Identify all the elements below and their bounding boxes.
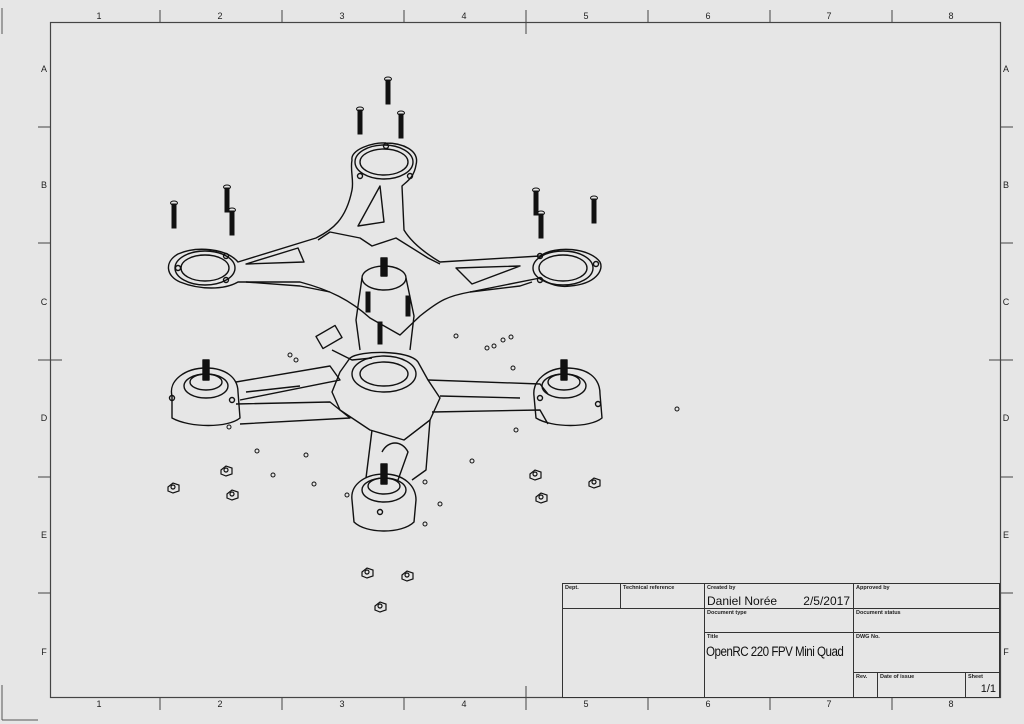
created-date-value: 2/5/2017 [803,594,850,608]
quad-assembly-drawing [167,142,603,532]
zone-col-1-bottom: 1 [96,699,102,709]
approved-by-caption: Approved by [856,585,890,591]
zone-row-a: A [40,64,47,74]
zone-row-c: C [40,297,48,307]
document-status-caption: Document status [856,610,901,616]
zone-col-7-bottom: 7 [826,699,832,709]
zone-col-4: 4 [461,11,467,21]
sheet-value: 1/1 [980,683,996,695]
top-plate-motor-hole-right [538,254,588,282]
blank-cell [563,609,705,698]
created-by-caption: Created by [707,585,736,591]
dept-cell: Dept. [563,584,621,609]
zone-col-5-bottom: 5 [583,699,589,709]
top-plate [167,142,602,336]
sheet-cell: Sheet 1/1 [966,673,1000,698]
date-of-issue-caption: Date of issue [880,674,915,680]
zone-row-d-right: D [1002,413,1010,423]
zone-row-a-right: A [1002,64,1009,74]
top-plate-motor-hole-back [359,148,409,176]
dept-caption: Dept. [565,585,579,591]
bottom-center-ring [351,355,417,393]
dwg-no-caption: DWG No. [856,634,880,640]
date-of-issue-cell: Date of issue [878,673,966,698]
approved-by-cell: Approved by [854,584,1000,609]
zone-row-b-right: B [1002,180,1009,190]
technical-reference-cell: Technical reference [621,584,705,609]
motor-shafts [202,257,568,485]
created-by-value: Daniel Norée [707,594,778,608]
zone-col-8-bottom: 8 [948,699,954,709]
document-type-caption: Document type [707,610,747,616]
zone-col-3-bottom: 3 [339,699,345,709]
title-block: Dept. Technical reference Created by Dan… [562,583,1000,698]
sheet-caption: Sheet [968,674,983,680]
zone-row-e: E [40,530,47,540]
zone-col-1: 1 [96,11,102,21]
screws [170,76,598,345]
zone-col-8: 8 [948,11,954,21]
zone-col-2-bottom: 2 [217,699,223,709]
document-type-cell: Document type [705,609,854,633]
created-by-cell: Created by Daniel Norée 2/5/2017 [705,584,854,609]
washers [226,333,680,527]
zone-row-e-right: E [1002,530,1009,540]
zone-row-f-right: F [1003,647,1009,657]
document-status-cell: Document status [854,609,1000,633]
bottom-frame [168,351,603,532]
zone-col-7: 7 [826,11,832,21]
zone-col-6-bottom: 6 [705,699,711,709]
zone-ticks [38,10,1013,710]
title-caption: Title [707,634,719,640]
zone-row-b: B [40,180,47,190]
top-plate-motor-hole-left [180,254,230,282]
trim-marks [1,8,38,721]
zone-row-c-right: C [1002,297,1010,307]
zone-row-d: D [40,413,48,423]
dwg-no-cell: DWG No. [854,633,1000,673]
zone-row-f: F [41,647,47,657]
zone-col-4-bottom: 4 [461,699,467,709]
rev-cell: Rev. [854,673,878,698]
zone-col-3: 3 [339,11,345,21]
zone-col-2: 2 [217,11,223,21]
title-cell: Title OpenRC 220 FPV Mini Quad [705,633,854,698]
drawing-title: OpenRC 220 FPV Mini Quad [706,644,844,659]
nuts [167,465,601,613]
zone-col-6: 6 [705,11,711,21]
rev-caption: Rev. [856,674,868,680]
technical-reference-caption: Technical reference [623,585,675,591]
zone-col-5: 5 [583,11,589,21]
